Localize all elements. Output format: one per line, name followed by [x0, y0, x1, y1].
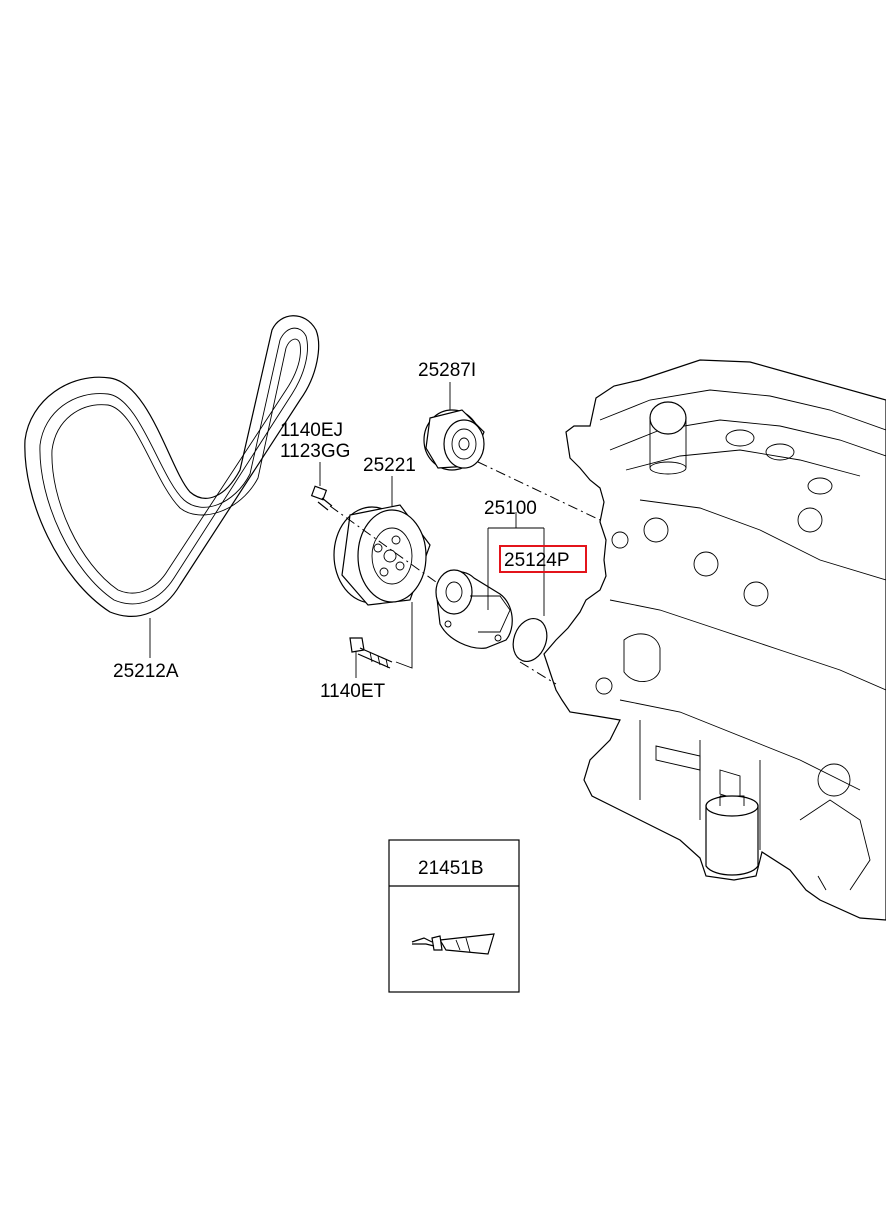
upper-bolt[interactable]	[310, 485, 333, 511]
leader-pump	[487, 512, 545, 616]
gasket-highlight-box	[499, 545, 587, 573]
callout-lower-bolt[interactable]: 1140ET	[320, 681, 386, 702]
callout-pump[interactable]: 25100	[484, 498, 537, 519]
pump-gasket[interactable]	[507, 614, 552, 666]
callout-bolt-upper-1[interactable]: 1140EJ	[280, 420, 343, 441]
callout-bolt-upper-2[interactable]: 1123GG	[280, 441, 350, 462]
callout-gasket[interactable]: 25124P	[504, 550, 570, 571]
idler-pulley[interactable]	[423, 409, 485, 471]
assembly-line-bolt	[329, 505, 437, 583]
lower-bolt[interactable]	[349, 637, 393, 669]
water-pump[interactable]	[435, 569, 513, 649]
callout-pulley[interactable]: 25221	[363, 455, 416, 476]
assembly-line-idler	[477, 461, 601, 521]
leader-lower-bolt-link	[395, 602, 413, 669]
drive-belt[interactable]	[24, 315, 320, 617]
assembly-line-pump	[519, 661, 557, 685]
callout-belt[interactable]: 25212A	[113, 661, 179, 682]
callout-idler[interactable]: 25287I	[418, 360, 476, 381]
engine-block	[543, 359, 886, 921]
sealant-box[interactable]	[388, 839, 520, 993]
pump-pulley[interactable]	[333, 504, 431, 606]
sealant-tube-icon	[411, 933, 495, 955]
callout-sealant[interactable]: 21451B	[418, 858, 484, 879]
